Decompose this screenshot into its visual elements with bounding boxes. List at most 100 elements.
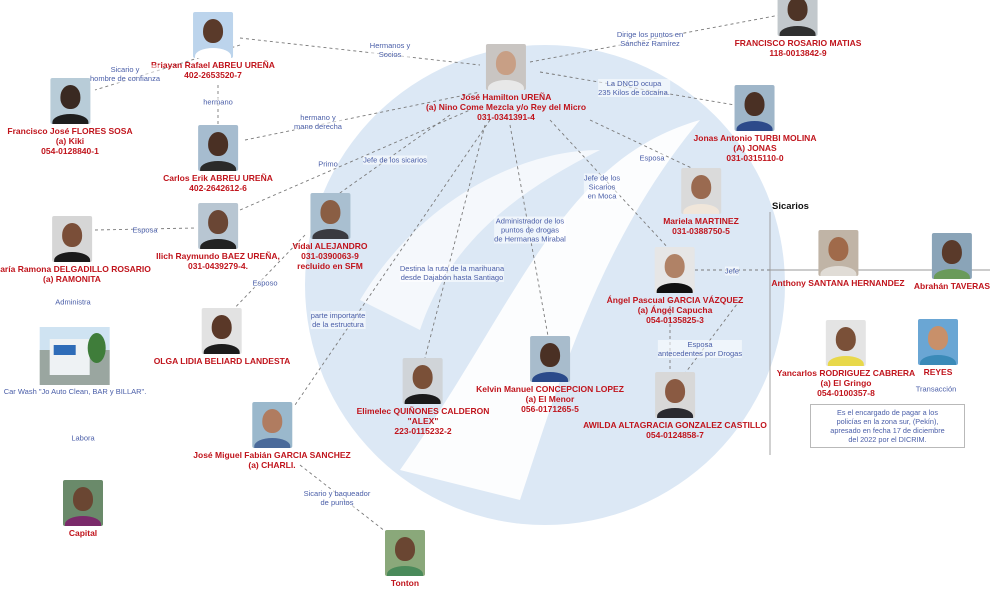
name-line: Ángel Pascual GARCIA VÁZQUEZ xyxy=(606,295,744,305)
id-line: 402-2653520-7 xyxy=(184,70,242,80)
relation-line: Administrador de los xyxy=(495,216,565,226)
relation-primo: Primo xyxy=(318,159,338,169)
relation-transaccion: Transacción xyxy=(915,384,957,394)
node-jonas-turbi-molina: Jonas Antonio TURBI MOLINA (A) JONAS 031… xyxy=(693,85,817,163)
alias-line: (a) Nino Come Mezcla y/o Rey del Micro xyxy=(425,102,587,112)
id-line: 054-0124858-7 xyxy=(646,430,704,440)
relation-jefe-angel: Jefe xyxy=(724,266,740,276)
photo-capital xyxy=(63,480,103,526)
node-tonton: Tonton xyxy=(385,530,425,588)
name-line: FRANCISCO ROSARIO MATIAS xyxy=(734,38,862,48)
relation-line: Hermanos y xyxy=(369,41,411,50)
relation-line: Sicario y xyxy=(110,65,140,74)
node-reyes: REYES xyxy=(918,319,958,377)
relation-line: Sicario y baqueador xyxy=(303,489,371,498)
photo-elimelec xyxy=(402,358,443,404)
node-francisco-flores-sosa: Francisco José FLORES SOSA (a) Kiki 054-… xyxy=(7,78,133,156)
photo-carlos xyxy=(198,125,238,171)
photo-olga xyxy=(202,308,242,354)
name-line: Jonas Antonio TURBI MOLINA xyxy=(693,133,817,143)
relation-parte-importante: parte importante de la estructura xyxy=(310,311,366,329)
relation-sicario-baqueador: Sicario y baqueador de puntos xyxy=(303,489,371,507)
photo-tonton xyxy=(385,530,425,576)
name-line: OLGA LIDIA BELIARD LANDESTA xyxy=(153,356,291,366)
photo-abrahan xyxy=(931,233,972,279)
relation-line: Destina la ruta de la marihuana xyxy=(399,264,505,273)
photo-francisco-rosario xyxy=(778,0,818,36)
name-line: Briayan Rafael ABREU UREÑA xyxy=(151,60,275,70)
name-line: Capital xyxy=(68,528,98,538)
relation-line: antecedentes por Drogas xyxy=(657,349,743,358)
node-vidal-alejandro: Vidal ALEJANDRO 031-0390063-9 recluido e… xyxy=(292,193,368,271)
name-line: Yancarlos RODRIGUEZ CABRERA xyxy=(776,368,916,378)
name-line: José Hamilton UREÑA xyxy=(460,92,552,102)
id-line: 054-0100357-8 xyxy=(817,388,875,398)
name-line: Vidal ALEJANDRO xyxy=(292,241,368,251)
node-elimelec-quinones: Elimelec QUIÑONES CALDERON "ALEX" 223-01… xyxy=(357,358,489,436)
status-line: recluido en SFM xyxy=(297,261,363,271)
alias-line: "ALEX" xyxy=(407,416,439,426)
id-line: 402-2642612-6 xyxy=(189,183,247,193)
node-angel-garcia-vazquez: Ángel Pascual GARCIA VÁZQUEZ (a) Ángel C… xyxy=(606,247,744,325)
relation-hermanos-socios: Hermanos y Socios xyxy=(369,41,411,59)
node-abrahan-taveras: Abrahán TAVERAS xyxy=(914,233,990,291)
photo-vidal xyxy=(309,193,350,239)
relation-line: Jefe xyxy=(724,266,740,276)
photo-jose-miguel xyxy=(252,402,292,448)
photo-angel xyxy=(655,247,695,293)
node-yancarlos-rodriguez: Yancarlos RODRIGUEZ CABRERA (a) El Gring… xyxy=(777,320,915,398)
name-line: Francisco José FLORES SOSA xyxy=(7,126,133,136)
relation-line: Sánchez Ramírez xyxy=(620,39,680,48)
name-line: Anthony SANTANA HERNANDEZ xyxy=(771,278,905,288)
alias-line: (a) El Gringo xyxy=(820,378,872,388)
node-anthony-santana: Anthony SANTANA HERNANDEZ xyxy=(771,230,905,288)
relation-line: 235 Kilos de cocaína. xyxy=(598,88,670,97)
relation-line: Transacción xyxy=(915,384,957,394)
photo-anthony xyxy=(817,230,858,276)
node-carlos-abreu-urena: Carlos Erik ABREU UREÑA 402-2642612-6 xyxy=(163,125,273,193)
relation-line: de la estructura xyxy=(312,320,364,329)
photo-mariela xyxy=(680,168,721,214)
node-jose-hamilton-urena: José Hamilton UREÑA (a) Nino Come Mezcla… xyxy=(426,44,586,122)
node-awilda-gonzalez: AWILDA ALTAGRACIA GONZALEZ CASTILLO 054-… xyxy=(583,372,767,440)
relation-line: Labora xyxy=(71,433,95,443)
relation-esposa-ilich: Esposa xyxy=(132,225,158,235)
relation-dirige-puntos: Dirige los puntos en Sánchez Ramírez xyxy=(616,30,684,48)
relation-line: en Moca xyxy=(587,191,617,201)
relation-line: Esposa xyxy=(132,225,158,235)
relation-administrador: Administrador de los puntos de drogas de… xyxy=(494,216,566,244)
relation-line: hermano xyxy=(203,97,233,107)
relation-administra: Administra xyxy=(55,297,91,307)
relation-line: desde Dajabón hasta Santiago xyxy=(400,273,504,282)
name-line: REYES xyxy=(923,367,953,377)
id-line: 031-0388750-5 xyxy=(672,226,730,236)
relation-esposo-olga: Esposo xyxy=(252,278,278,288)
relation-line: Jefe de los xyxy=(583,173,621,183)
relation-line: Primo xyxy=(318,159,338,169)
name-line: AWILDA ALTAGRACIA GONZALEZ CASTILLO xyxy=(583,420,767,430)
node-ilich-baez-urena: Ilich Raymundo BAEZ UREÑA, 031-0439279-4… xyxy=(156,203,280,271)
name-line: Carlos Erik ABREU UREÑA xyxy=(163,173,273,183)
node-kelvin-concepcion-lopez: Kelvin Manuel CONCEPCION LOPEZ (a) El Me… xyxy=(476,336,624,414)
reyes-note: Es el encargado de pagar a los policías … xyxy=(810,404,965,448)
sicarios-title: Sicarios xyxy=(772,201,809,212)
relation-line: Administra xyxy=(55,297,91,307)
relation-esposa-angel: Esposa antecedentes por Drogas xyxy=(657,340,743,358)
relation-dncd: La DNCD ocupa 235 Kilos de cocaína. xyxy=(598,79,670,97)
id-line: 031-0390063-9 xyxy=(301,251,359,261)
node-car-wash: Car Wash "Jo Auto Clean, BAR y BILLAR". xyxy=(4,327,146,396)
alias-line: (a) Ángel Capucha xyxy=(637,305,713,315)
relation-esposa-jonas: Esposa xyxy=(639,153,665,163)
node-maria-delgadillo: María Ramona DELGADILLO ROSARIO (a) RAMO… xyxy=(0,216,151,284)
name-line: José Miguel Fabián GARCIA SANCHEZ xyxy=(193,450,351,460)
alias-line: (a) El Menor xyxy=(525,394,575,404)
relation-line: hombre de confianza xyxy=(89,74,161,83)
id-line: 031-0341391-4 xyxy=(477,112,535,122)
car-wash-photo xyxy=(39,327,110,385)
photo-jonas xyxy=(735,85,775,131)
name-line: Ilich Raymundo BAEZ UREÑA, xyxy=(156,251,280,261)
relation-jefe-sicarios: Jefe de los sicarios xyxy=(363,155,427,165)
photo-jose-hamilton xyxy=(486,44,526,90)
photo-maria xyxy=(52,216,92,262)
